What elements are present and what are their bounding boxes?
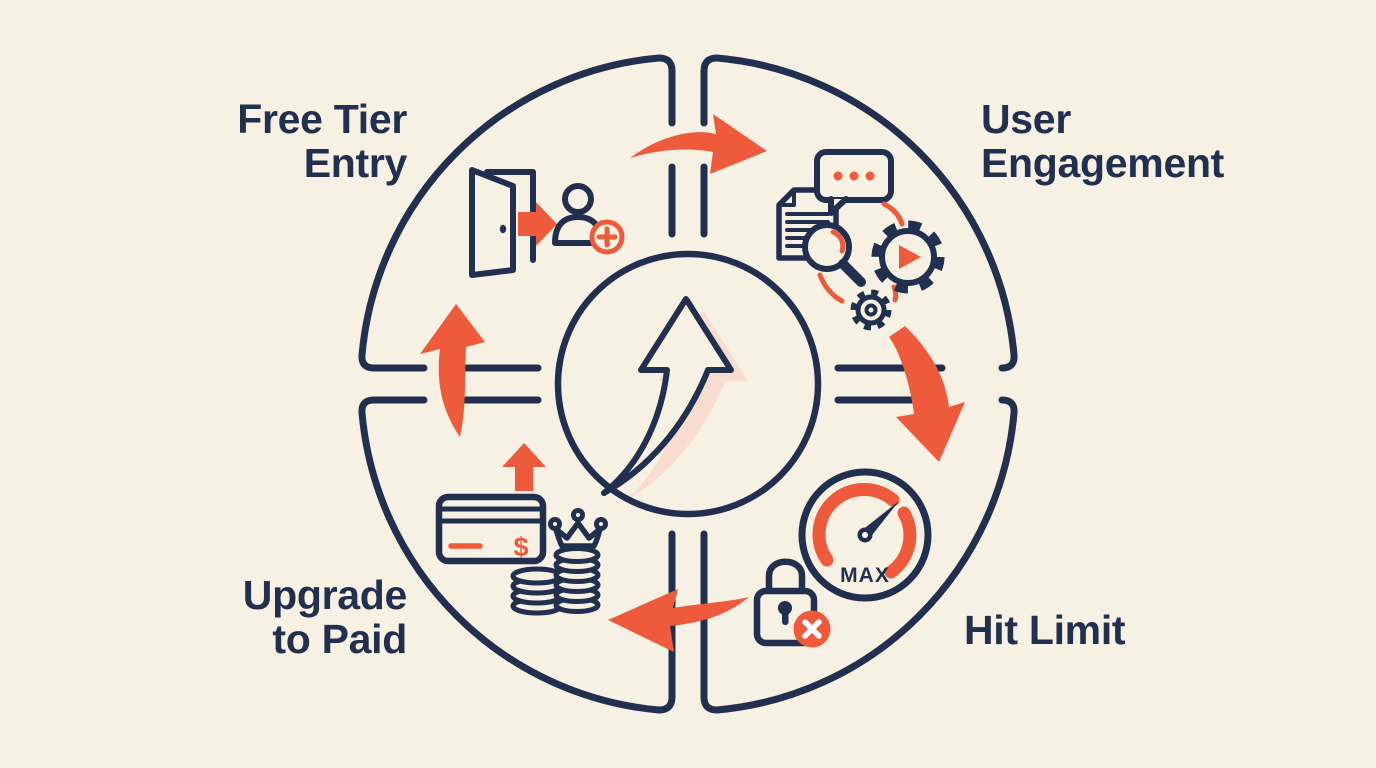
stage-label-hit-limit: Hit Limit bbox=[964, 607, 1126, 653]
stage-label-line: User bbox=[981, 96, 1071, 142]
stage-label-line: to Paid bbox=[272, 616, 407, 663]
flow-dash-arc-2 bbox=[817, 272, 845, 304]
lock-shackle-icon bbox=[765, 558, 806, 596]
chat-bubble-tail-icon bbox=[828, 196, 849, 216]
stage-label-user-engagement: User Engagement bbox=[981, 97, 1224, 186]
lock-keyhole-stem bbox=[782, 611, 789, 625]
denied-x-icon bbox=[802, 619, 822, 639]
card-currency-symbol: $ bbox=[513, 532, 528, 562]
flow-dash-arc-1 bbox=[881, 201, 905, 227]
gauge-needle-icon bbox=[861, 501, 899, 539]
flow-arrow-top-icon bbox=[630, 114, 767, 174]
flow-arrow-right-icon bbox=[889, 326, 965, 462]
gear-play-teeth-icon bbox=[871, 220, 945, 294]
stage-label-line: Upgrade bbox=[242, 572, 408, 618]
flow-arrows bbox=[420, 114, 965, 652]
gauge-arc-end bbox=[884, 506, 917, 579]
flow-dash-arc-3 bbox=[891, 284, 899, 303]
hit-limit-icons: MAX bbox=[753, 468, 932, 648]
door-knob-icon bbox=[499, 224, 507, 234]
upgrade-icons: $ bbox=[435, 443, 608, 616]
magnifier-highlight-icon bbox=[830, 229, 846, 254]
engagement-icons bbox=[776, 149, 945, 331]
stage-label-line: Free Tier bbox=[237, 96, 407, 142]
gauge-max-label: MAX bbox=[840, 564, 890, 587]
small-gear-teeth-icon bbox=[850, 289, 892, 331]
small-gear-hole-icon bbox=[864, 303, 878, 317]
coin-stack-right-icon bbox=[553, 546, 601, 614]
enter-arrow-icon bbox=[518, 202, 557, 246]
card-stripes-icon bbox=[437, 506, 545, 524]
flow-arrow-bottom-icon bbox=[608, 589, 749, 652]
center-hub bbox=[554, 250, 822, 518]
quadrant-free-tier-outline bbox=[358, 54, 676, 372]
add-plus-icon bbox=[596, 226, 618, 248]
gauge-pivot-dot bbox=[862, 532, 868, 538]
stage-label-free-tier-entry: Free Tier Entry bbox=[237, 97, 407, 186]
free-tier-icons bbox=[469, 167, 625, 278]
gauge-arc-main bbox=[812, 482, 900, 567]
stage-label-line: Engagement bbox=[981, 140, 1225, 187]
play-triangle-icon bbox=[899, 245, 921, 269]
chat-dots-icon bbox=[833, 171, 875, 181]
document-fold-icon bbox=[777, 188, 796, 207]
up-arrow-icon bbox=[502, 443, 546, 491]
flow-arrow-left-icon bbox=[420, 304, 485, 437]
growth-arrow-icon bbox=[601, 296, 734, 496]
quadrant-upgrade-outline bbox=[358, 396, 676, 714]
magnifier-handle-icon bbox=[838, 259, 866, 287]
crown-icon bbox=[548, 508, 608, 549]
quadrant-hit-limit-outline bbox=[700, 396, 1018, 714]
stage-label-line: Hit Limit bbox=[964, 607, 1126, 653]
stage-label-upgrade-to-paid: Upgrade to Paid bbox=[242, 572, 408, 663]
small-gear-icon bbox=[855, 294, 887, 326]
lock-keyhole-icon bbox=[778, 601, 792, 615]
user-head-icon bbox=[562, 183, 594, 215]
stage-label-line: Entry bbox=[303, 140, 408, 187]
center-circle bbox=[554, 250, 822, 518]
open-door-icon bbox=[469, 167, 516, 278]
document-lines-icon bbox=[785, 212, 830, 248]
